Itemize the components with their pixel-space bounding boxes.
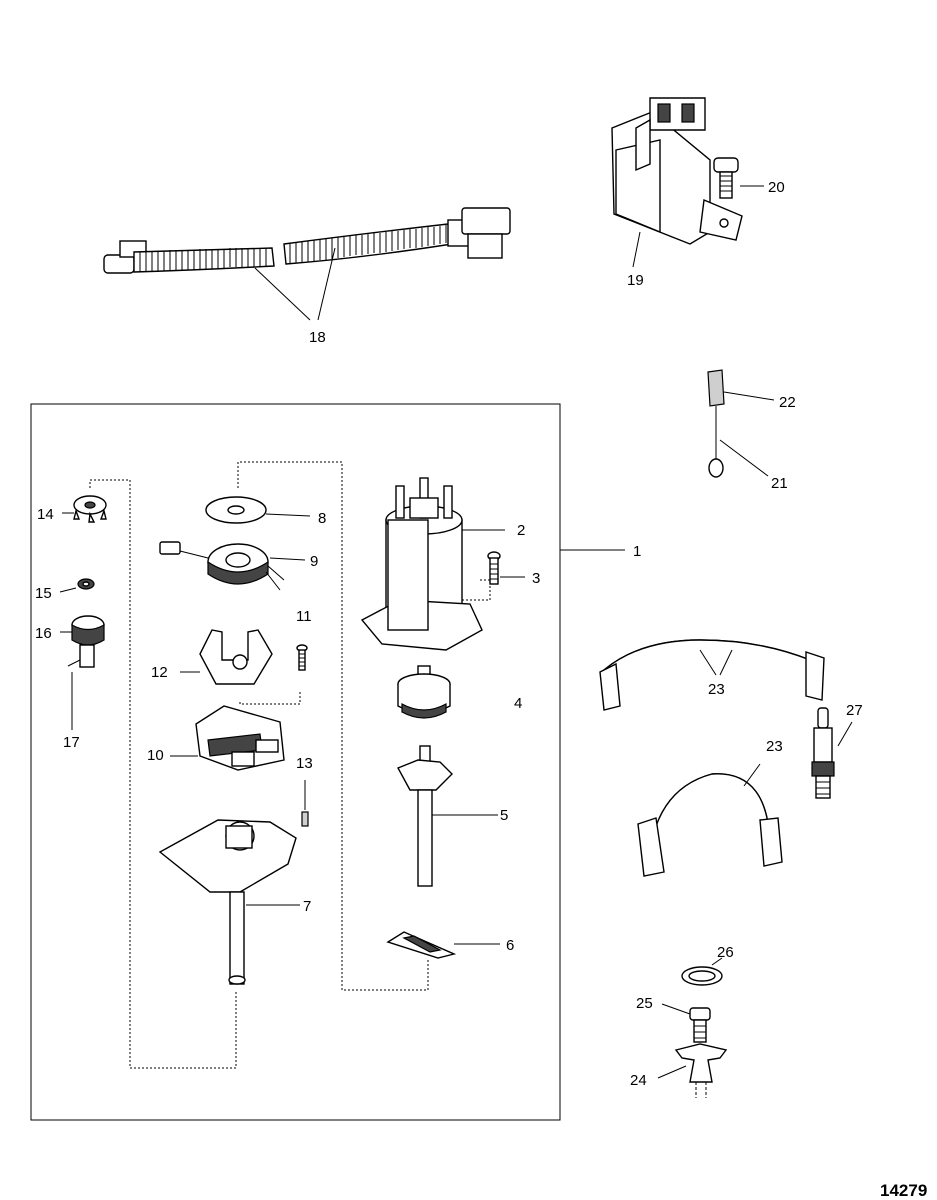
callout-25: 25 bbox=[636, 995, 653, 1012]
pole-piece-part bbox=[180, 629, 273, 685]
clip-part bbox=[386, 931, 500, 959]
callout-20: 20 bbox=[768, 179, 785, 196]
pickup-coil-part bbox=[159, 541, 306, 591]
coil-screw-part bbox=[713, 157, 764, 199]
callout-27: 27 bbox=[846, 702, 863, 719]
document-number: 14279 bbox=[880, 1181, 927, 1200]
callout-23-upper: 23 bbox=[708, 681, 725, 698]
retainer-part bbox=[62, 495, 107, 523]
callout-11: 11 bbox=[296, 608, 312, 625]
ignition-coil-part bbox=[611, 97, 743, 268]
bolt-part bbox=[487, 551, 525, 585]
ignition-module-part bbox=[170, 705, 285, 771]
callout-16: 16 bbox=[35, 625, 52, 642]
callout-19: 19 bbox=[627, 272, 644, 289]
callout-22: 22 bbox=[779, 394, 796, 411]
callout-18: 18 bbox=[309, 329, 326, 346]
distributor-kit-frame bbox=[30, 403, 561, 1121]
callout-7: 7 bbox=[303, 898, 311, 915]
callout-14: 14 bbox=[37, 506, 54, 523]
base-plate-shaft-part bbox=[158, 819, 300, 985]
sealing-washer-part bbox=[681, 957, 723, 986]
callout-10: 10 bbox=[147, 747, 164, 764]
spark-plug-part bbox=[811, 707, 853, 799]
callout-26: 26 bbox=[717, 944, 734, 961]
callout-21: 21 bbox=[771, 475, 788, 492]
distributor-shaft-part bbox=[397, 745, 498, 887]
roll-pin-part bbox=[67, 659, 81, 730]
rotor-part bbox=[397, 665, 451, 719]
spark-plug-wire-lower-part bbox=[637, 763, 783, 877]
clamp-bolt-part bbox=[661, 1003, 711, 1043]
wiring-harness-part bbox=[103, 207, 511, 321]
washer-part bbox=[59, 578, 95, 593]
callout-3: 3 bbox=[532, 570, 540, 587]
drive-gear-part bbox=[60, 615, 105, 668]
distributor-cap-housing-part bbox=[360, 477, 505, 651]
callout-24: 24 bbox=[630, 1072, 647, 1089]
ground-strap-part bbox=[707, 369, 775, 478]
callout-23-lower: 23 bbox=[766, 738, 783, 755]
callout-8: 8 bbox=[318, 510, 326, 527]
callout-12: 12 bbox=[151, 664, 168, 681]
callout-2: 2 bbox=[517, 522, 525, 539]
callout-6: 6 bbox=[506, 937, 514, 954]
callout-13: 13 bbox=[296, 755, 313, 772]
callout-17: 17 bbox=[63, 734, 80, 751]
callout-5: 5 bbox=[500, 807, 508, 824]
callout-4: 4 bbox=[514, 695, 522, 712]
callout-1: 1 bbox=[633, 543, 641, 560]
spring-part bbox=[301, 780, 309, 827]
callout-15: 15 bbox=[35, 585, 52, 602]
screw-part bbox=[296, 644, 308, 671]
hold-down-clamp-part bbox=[657, 1043, 728, 1098]
spark-plug-wire-upper-part bbox=[599, 639, 825, 711]
callout-9: 9 bbox=[310, 553, 318, 570]
seal-part bbox=[205, 496, 311, 524]
